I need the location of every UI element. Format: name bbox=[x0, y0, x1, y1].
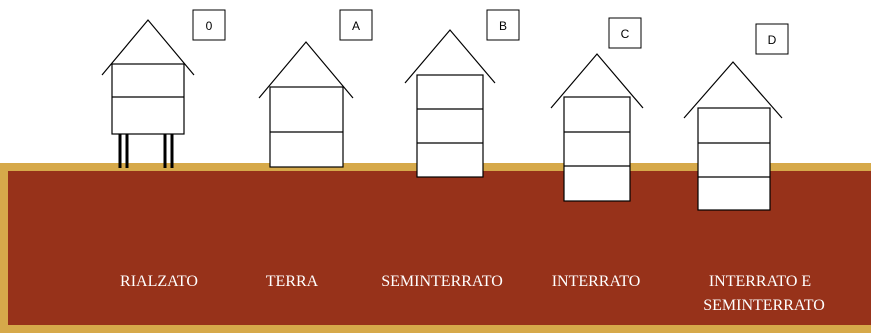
house-d-body bbox=[697, 107, 771, 211]
house-a: A bbox=[258, 9, 373, 168]
label-interrato: INTERRATO bbox=[552, 273, 641, 290]
label-terra: TERRA bbox=[266, 273, 319, 290]
house-a-label: A bbox=[352, 19, 360, 33]
house-a-label-box bbox=[339, 9, 373, 41]
label-interrato-seminterrato-line2: SEMINTERRATO bbox=[703, 297, 825, 314]
house-0-label-box bbox=[192, 9, 226, 41]
house-0-body bbox=[111, 63, 185, 135]
label-seminterrato: SEMINTERRATO bbox=[381, 273, 503, 290]
house-b-label: B bbox=[499, 19, 507, 33]
house-c-label: C bbox=[621, 27, 630, 41]
house-d-roof bbox=[683, 61, 783, 119]
house-0-label: 0 bbox=[206, 19, 213, 33]
house-0: 0 bbox=[101, 9, 226, 168]
house-b-label-box bbox=[486, 9, 520, 41]
house-0-roof bbox=[101, 19, 195, 76]
house-d: D bbox=[683, 23, 789, 211]
house-c-roof bbox=[550, 53, 644, 109]
house-a-body bbox=[269, 86, 344, 168]
house-c: C bbox=[550, 17, 644, 202]
house-d-label: D bbox=[768, 33, 777, 47]
house-c-body bbox=[563, 96, 631, 202]
label-rialzato: RIALZATO bbox=[120, 273, 198, 290]
label-interrato-seminterrato-line1: INTERRATO E bbox=[709, 273, 811, 290]
house-b: B bbox=[404, 9, 520, 178]
house-b-roof bbox=[404, 29, 496, 84]
house-c-label-box bbox=[608, 17, 642, 49]
house-d-label-box bbox=[755, 23, 789, 55]
house-b-body bbox=[416, 74, 484, 178]
house-0-pilotis bbox=[118, 134, 174, 168]
house-a-roof bbox=[258, 41, 354, 99]
